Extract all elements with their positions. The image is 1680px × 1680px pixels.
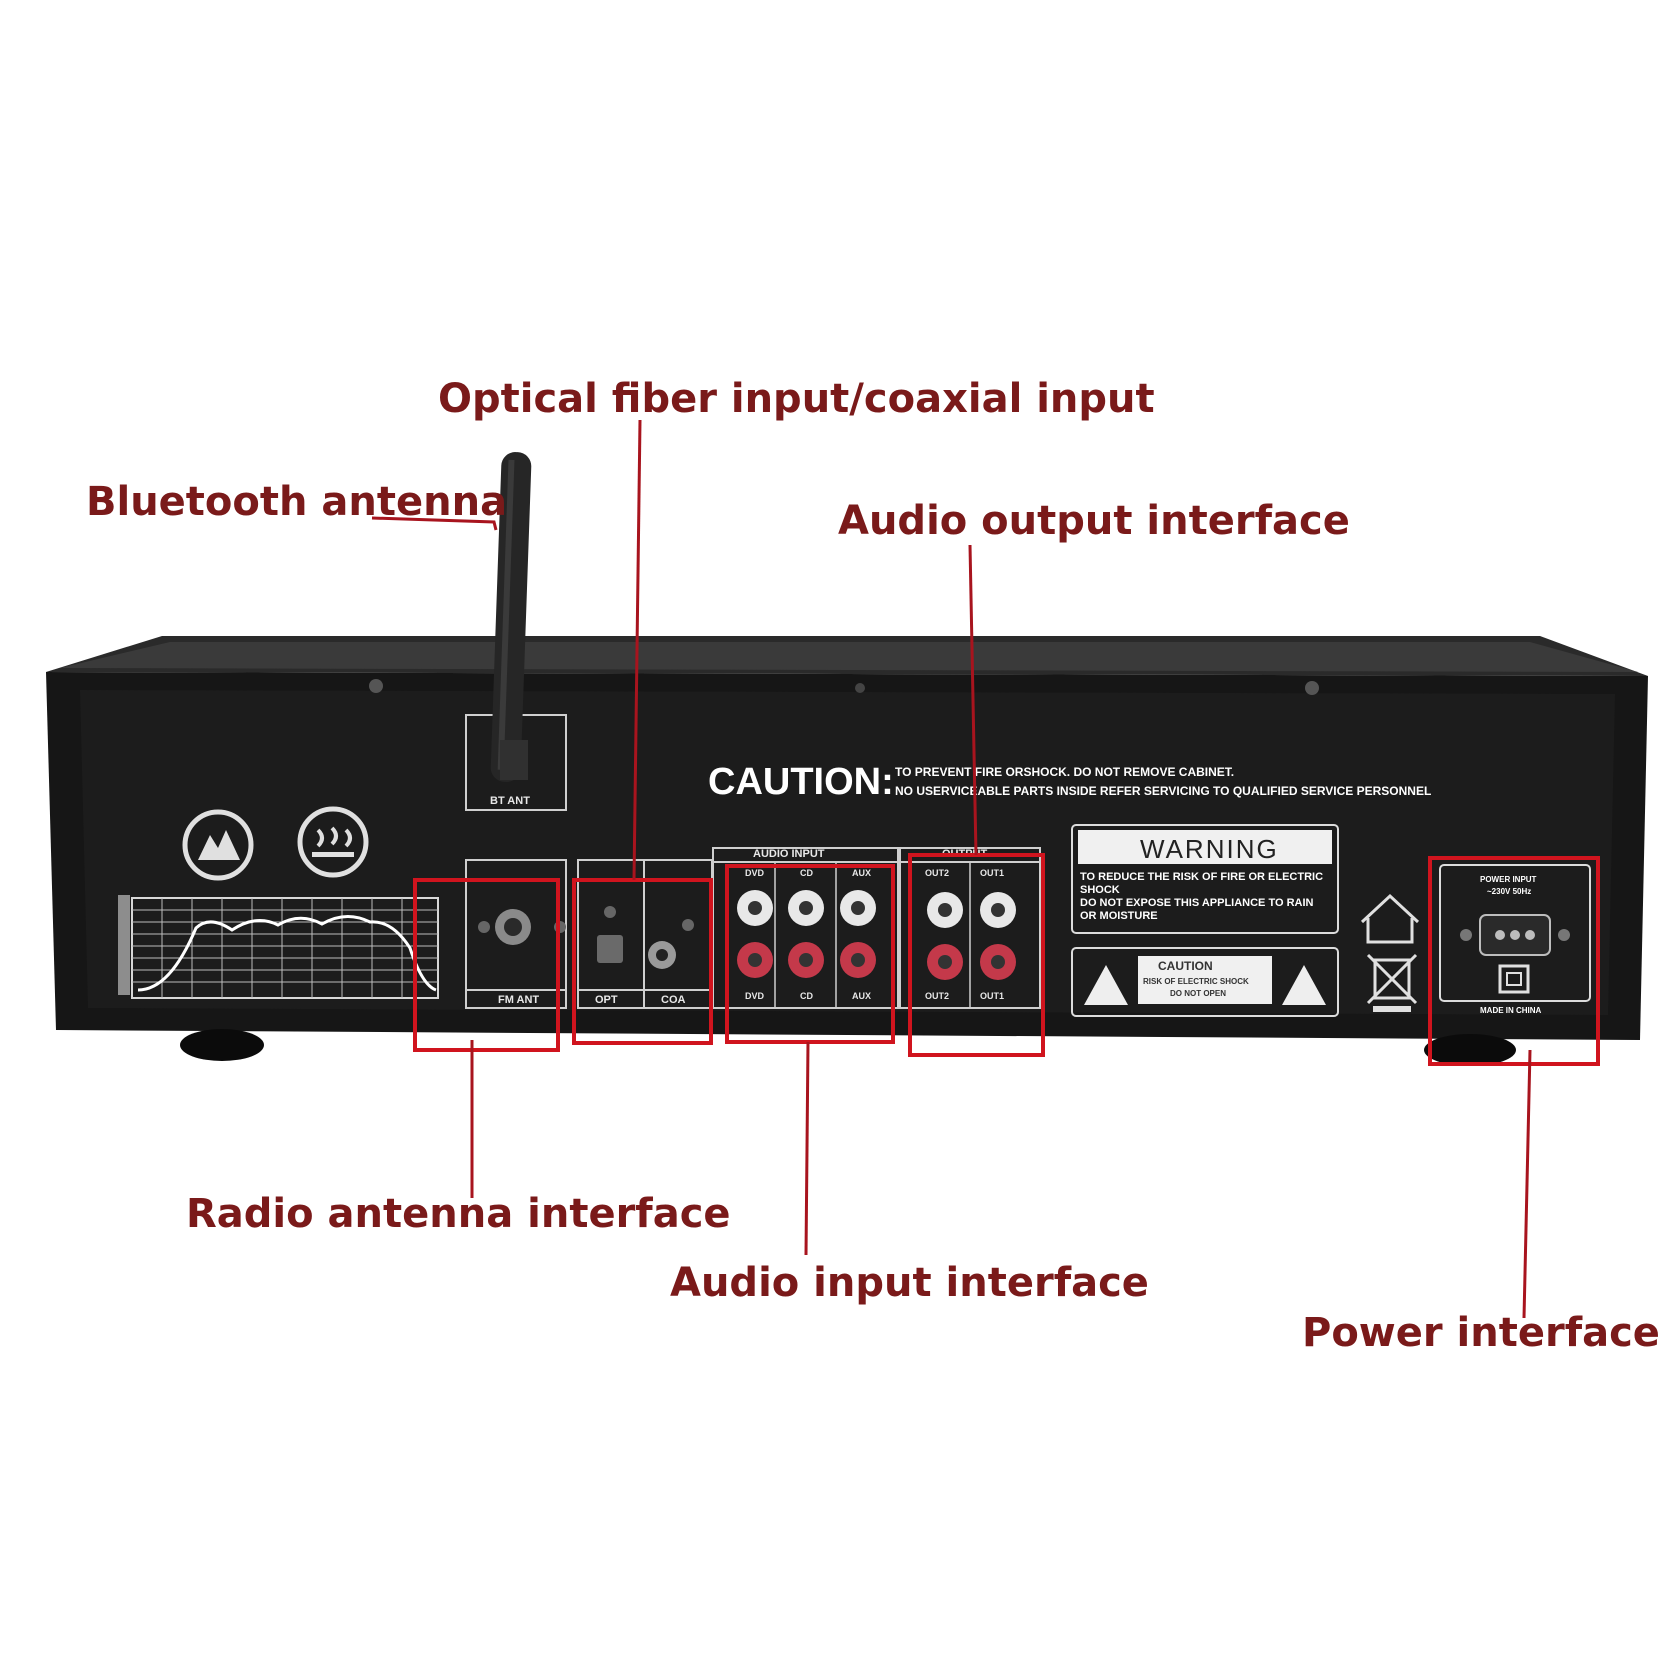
rca-jacks-input [737,890,876,978]
warning-line-3: DO NOT EXPOSE THIS APPLIANCE TO RAIN [1080,897,1314,909]
logo-badges [182,806,369,881]
audio-input-section: AUDIO INPUT DVD CD AUX DVD CD AUX [712,847,899,1009]
warning-line-2: SHOCK [1080,884,1120,896]
coa-label: COA [661,994,686,1006]
caution-box-line-2: DO NOT OPEN [1170,989,1226,998]
audio-input-heading: AUDIO INPUT [753,848,825,860]
caution-box-title: CAUTION [1158,959,1213,973]
compliance-icons [1360,893,1420,1012]
heat-badge-icon [297,806,369,878]
optical-leader [632,419,642,881]
shock-warning-icon [1084,965,1128,1005]
frequency-graph-icon [118,895,439,999]
indoor-use-icon [1360,893,1420,944]
dvd-label-top: DVD [745,868,765,878]
caution-line-2: NO USERVICEABLE PARTS INSIDE REFER SERVI… [895,784,1431,798]
audio-output-leader [968,544,978,856]
radio-antenna-highlight [413,878,560,1052]
audio-input-leader [804,1041,810,1256]
fm-ant-label: FM ANT [498,994,539,1006]
weee-bin-icon [1373,958,1411,1000]
highlight-boxes [413,853,1600,1066]
power-input-label: POWER INPUT [1480,875,1537,884]
aux-label-bottom: AUX [852,991,871,1001]
out1-label-top: OUT1 [980,868,1004,878]
optical-port [597,935,623,963]
callout-labels: Optical fiber input/coaxial input Blueto… [86,376,1660,1356]
made-in-label: MADE IN CHINA [1480,1006,1542,1015]
altitude-badge-icon [182,809,254,881]
caution-heading: CAUTION: [708,761,894,803]
bluetooth-antenna: BT ANT [465,452,567,811]
caution-box-line-1: RISK OF ELECTRIC SHOCK [1143,977,1249,986]
power-input-section: POWER INPUT ~230V 50Hz MADE IN CHINA [1439,864,1591,1015]
callout-bluetooth: Bluetooth antenna [86,479,507,525]
out2-label-top: OUT2 [925,868,949,878]
caution-plate: CAUTION RISK OF ELECTRIC SHOCK DO NOT OP… [1071,947,1339,1017]
opt-label: OPT [595,994,618,1006]
audio-input-highlight [725,864,895,1044]
dvd-label-bottom: DVD [745,991,765,1001]
power-highlight [1428,856,1600,1066]
power-leader [1522,1049,1532,1319]
caution-line-1: TO PREVENT FIRE ORSHOCK. DO NOT REMOVE C… [895,765,1234,779]
out2-label-bottom: OUT2 [925,991,949,1001]
fm-antenna-section: FM ANT [465,859,567,1009]
power-rating-label: ~230V 50Hz [1487,887,1531,896]
out1-label-bottom: OUT1 [980,991,1004,1001]
bt-ant-label: BT ANT [490,795,530,807]
warning-line-1: TO REDUCE THE RISK OF FIRE OR ELECTRIC [1080,871,1323,883]
warning-title: WARNING [1140,834,1279,864]
warning-plate: WARNING TO REDUCE THE RISK OF FIRE OR EL… [1071,824,1339,934]
double-insulation-icon [1498,964,1530,994]
exclamation-warning-icon [1282,965,1326,1005]
optical-coaxial-highlight [572,878,713,1045]
cd-label-bottom: CD [800,991,813,1001]
callout-audio-output: Audio output interface [838,498,1350,544]
aux-label-top: AUX [852,868,871,878]
warning-line-4: OR MOISTURE [1080,910,1158,922]
rca-jacks-output [927,892,1016,980]
leader-lines [371,419,1532,1319]
bluetooth-leader [371,516,498,531]
callout-audio-input: Audio input interface [670,1260,1149,1306]
audio-output-highlight [908,853,1045,1057]
caution-notice: CAUTION: TO PREVENT FIRE ORSHOCK. DO NOT… [708,761,1431,803]
callout-power: Power interface [1302,1310,1660,1356]
callout-radio: Radio antenna interface [186,1191,731,1237]
cd-label-top: CD [800,868,813,878]
amplifier-chassis [46,636,1648,1066]
callout-optical: Optical fiber input/coaxial input [438,376,1155,422]
